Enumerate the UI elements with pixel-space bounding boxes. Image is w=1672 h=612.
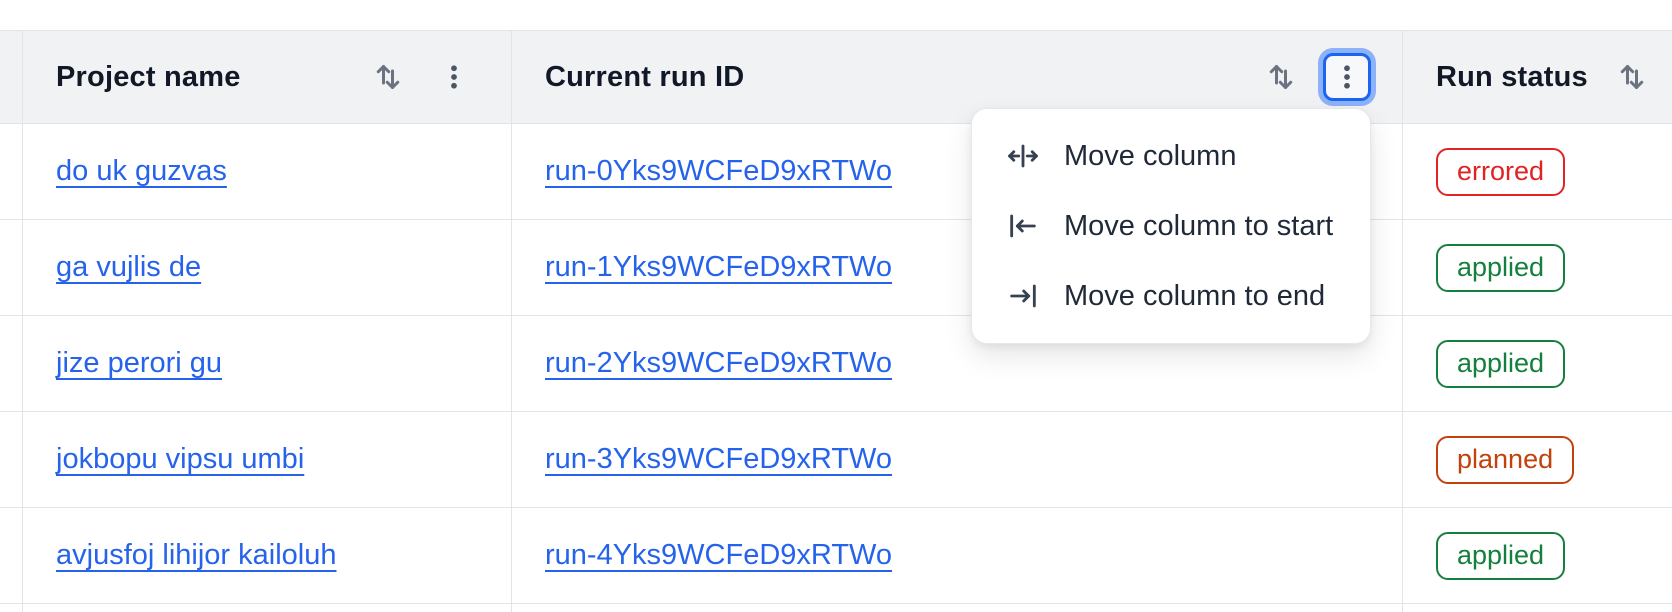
project-link[interactable]: do uk guzvas	[56, 155, 227, 187]
menu-item-label: Move column	[1064, 139, 1237, 172]
run-id-link[interactable]: run-4Yks9WCFeD9xRTWo	[545, 539, 893, 571]
table-gutter-cell	[0, 31, 23, 123]
table-row: do uk guzvas run-0Yks9WCFeD9xRTWo errore…	[0, 124, 1672, 220]
column-header-label: Run status	[1436, 60, 1588, 93]
column-options-button-active[interactable]	[1323, 53, 1371, 101]
column-header-label: Project name	[56, 60, 241, 93]
menu-item-move-column-to-start[interactable]: Move column to start	[972, 191, 1370, 261]
status-badge: errored	[1436, 147, 1566, 196]
column-options-button[interactable]	[428, 51, 480, 103]
menu-item-label: Move column to end	[1064, 279, 1326, 312]
table-gutter-cell	[0, 604, 23, 612]
run-id-link[interactable]: run-2Yks9WCFeD9xRTWo	[545, 347, 893, 379]
table-header-row: Project name Current run ID	[0, 31, 1672, 124]
move-column-start-icon	[1010, 214, 1036, 238]
table-gutter-cell	[0, 220, 23, 315]
status-badge: planned	[1436, 435, 1575, 484]
menu-item-move-column[interactable]: Move column	[972, 121, 1370, 191]
project-link[interactable]: jize perori gu	[56, 347, 223, 379]
kebab-vertical-icon	[1344, 65, 1350, 89]
sort-icon[interactable]	[1263, 59, 1299, 95]
table-gutter-cell	[0, 508, 23, 603]
run-id-link[interactable]: run-1Yks9WCFeD9xRTWo	[545, 251, 893, 283]
menu-item-move-column-to-end[interactable]: Move column to end	[972, 261, 1370, 331]
projects-table: Project name Current run ID	[0, 30, 1672, 612]
column-header-label: Current run ID	[545, 60, 745, 93]
table-gutter-cell	[0, 412, 23, 507]
table-row-partial	[0, 604, 1672, 612]
project-link[interactable]: avjusfoj lihijor kailoluh	[56, 539, 337, 571]
run-id-link[interactable]: run-0Yks9WCFeD9xRTWo	[545, 155, 893, 187]
sort-icon[interactable]	[370, 59, 406, 95]
project-link[interactable]: ga vujlis de	[56, 251, 202, 283]
menu-item-label: Move column to start	[1064, 209, 1334, 242]
move-column-icon	[1008, 144, 1038, 168]
status-badge: applied	[1436, 531, 1566, 580]
column-header-project-name: Project name	[23, 31, 512, 123]
sort-icon[interactable]	[1614, 59, 1650, 95]
column-header-run-status: Run status	[1403, 31, 1672, 123]
table-row: avjusfoj lihijor kailoluh run-4Yks9WCFeD…	[0, 508, 1672, 604]
column-options-menu: Move column Move column to start Move co…	[971, 108, 1371, 344]
table-row: jize perori gu run-2Yks9WCFeD9xRTWo appl…	[0, 316, 1672, 412]
run-id-link[interactable]: run-3Yks9WCFeD9xRTWo	[545, 443, 893, 475]
table-row: jokbopu vipsu umbi run-3Yks9WCFeD9xRTWo …	[0, 412, 1672, 508]
status-badge: applied	[1436, 243, 1566, 292]
table-gutter-cell	[0, 124, 23, 219]
status-badge: applied	[1436, 339, 1566, 388]
table-gutter-cell	[0, 316, 23, 411]
table-row: ga vujlis de run-1Yks9WCFeD9xRTWo applie…	[0, 220, 1672, 316]
project-link[interactable]: jokbopu vipsu umbi	[56, 443, 305, 475]
move-column-end-icon	[1010, 284, 1036, 308]
column-header-current-run-id: Current run ID	[512, 31, 1403, 123]
kebab-vertical-icon	[451, 65, 457, 89]
